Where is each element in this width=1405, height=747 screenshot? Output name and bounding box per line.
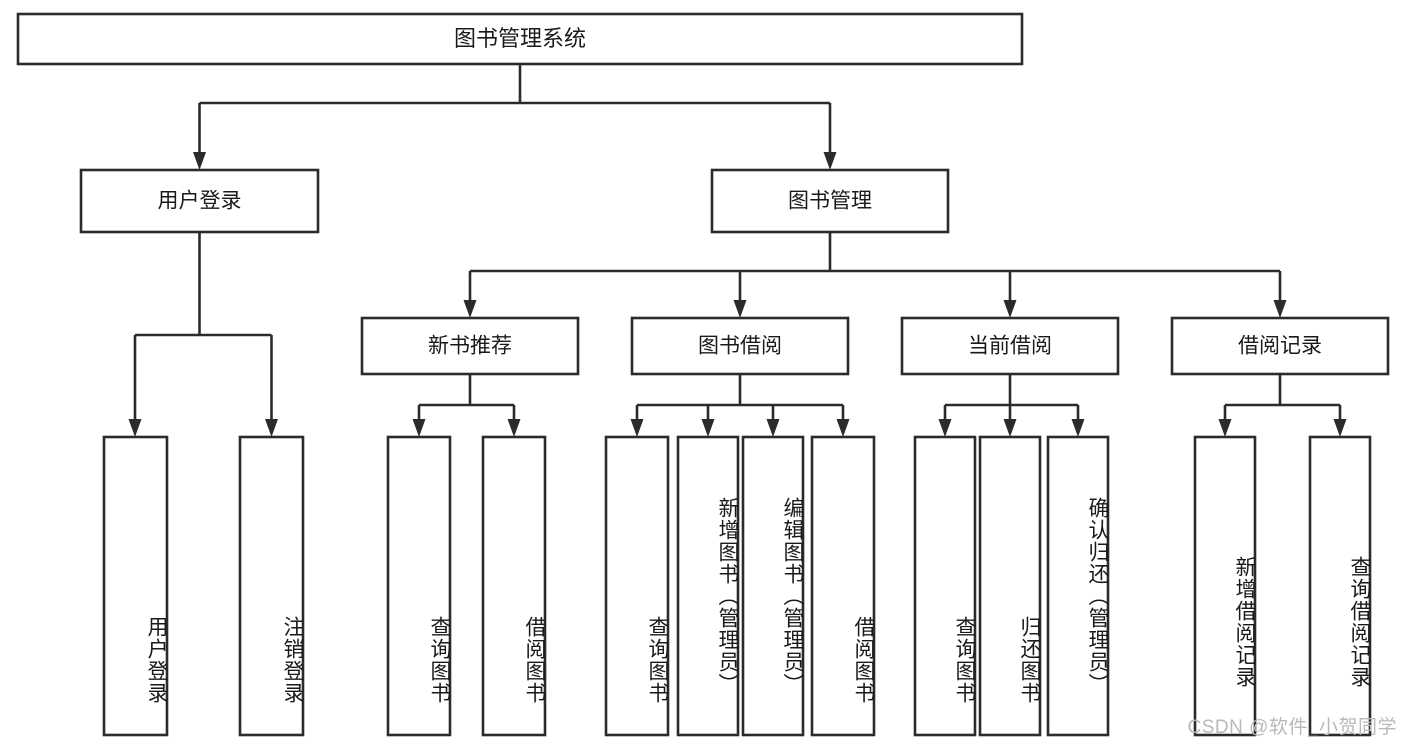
node-borrow-records-label: 借阅记录 [1238, 335, 1322, 358]
arrow-leaf-user-logout [265, 419, 278, 437]
leaf-user-login-rect[interactable] [102, 435, 169, 737]
node-root[interactable]: 图书管理系统 [16, 12, 1024, 66]
arrow-leaf-query-record [1333, 419, 1347, 437]
csdn-watermark: CSDN @软件_小贺同学 [1187, 717, 1397, 738]
node-current-borrow-rect[interactable] [900, 316, 1120, 376]
node-book-borrow-rect[interactable] [630, 316, 850, 376]
arrow-current-borrow [1003, 300, 1017, 318]
leaf-edit-book-rect[interactable] [741, 435, 805, 737]
node-book-manage-rect[interactable] [710, 168, 950, 234]
node-user-login-label: 用户登录 [158, 190, 242, 213]
node-root-rect[interactable] [16, 12, 1024, 66]
arrow-leaf-add-record [1218, 419, 1232, 437]
node-new-book-recommend-label: 新书推荐 [428, 335, 512, 358]
leaf-query-book-borrow-rect[interactable] [604, 435, 670, 737]
arrow-leaf-add-book [701, 419, 715, 437]
node-user-login[interactable]: 用户登录 [79, 168, 320, 234]
leaf-query-book-cur-rect[interactable] [913, 435, 977, 737]
leaf-add-book-rect[interactable] [676, 435, 740, 737]
arrow-leaf-edit-book [766, 419, 780, 437]
node-current-borrow[interactable]: 当前借阅 [900, 316, 1120, 376]
arrow-leaf-borrow-book-rec [507, 419, 521, 437]
leaf-borrow-book-rec-rect[interactable] [481, 435, 547, 737]
node-borrow-records[interactable]: 借阅记录 [1170, 316, 1390, 376]
arrow-leaf-return-book [1003, 419, 1017, 437]
leaf-return-book-rect[interactable] [978, 435, 1042, 737]
arrow-leaf-query-book-rec [412, 419, 426, 437]
node-book-borrow[interactable]: 图书借阅 [630, 316, 850, 376]
arrow-leaf-user-login [128, 419, 142, 437]
arrow-book-manage [823, 152, 837, 170]
node-borrow-records-rect[interactable] [1170, 316, 1390, 376]
arrow-user-login [193, 152, 206, 170]
node-user-login-rect[interactable] [79, 168, 320, 234]
arrow-book-borrow [733, 300, 747, 318]
node-new-book-recommend-rect[interactable] [360, 316, 580, 376]
node-book-manage-label: 图书管理 [788, 190, 872, 213]
arrow-leaf-query-book-cur [938, 419, 952, 437]
arrow-leaf-confirm-return [1071, 419, 1085, 437]
leaf-query-book-rec-rect[interactable] [386, 435, 452, 737]
leaf-confirm-return-rect[interactable] [1046, 435, 1110, 737]
node-book-borrow-label: 图书借阅 [698, 335, 782, 358]
leaf-borrow-book-rect[interactable] [810, 435, 876, 737]
arrow-leaf-borrow-book [836, 419, 850, 437]
leaf-query-record-rect[interactable] [1308, 435, 1372, 737]
node-book-manage[interactable]: 图书管理 [710, 168, 950, 234]
edge-group [128, 64, 1347, 437]
arrow-new-book-recommend [463, 300, 477, 318]
node-root-label: 图书管理系统 [454, 26, 586, 51]
leaf-rect-group [102, 435, 1372, 737]
node-current-borrow-label: 当前借阅 [968, 335, 1052, 358]
leaf-add-record-rect[interactable] [1193, 435, 1257, 737]
leaf-user-logout-rect[interactable] [238, 435, 305, 737]
arrow-leaf-query-book-borrow [630, 419, 644, 437]
arrow-borrow-records [1273, 300, 1287, 318]
node-new-book-recommend[interactable]: 新书推荐 [360, 316, 580, 376]
